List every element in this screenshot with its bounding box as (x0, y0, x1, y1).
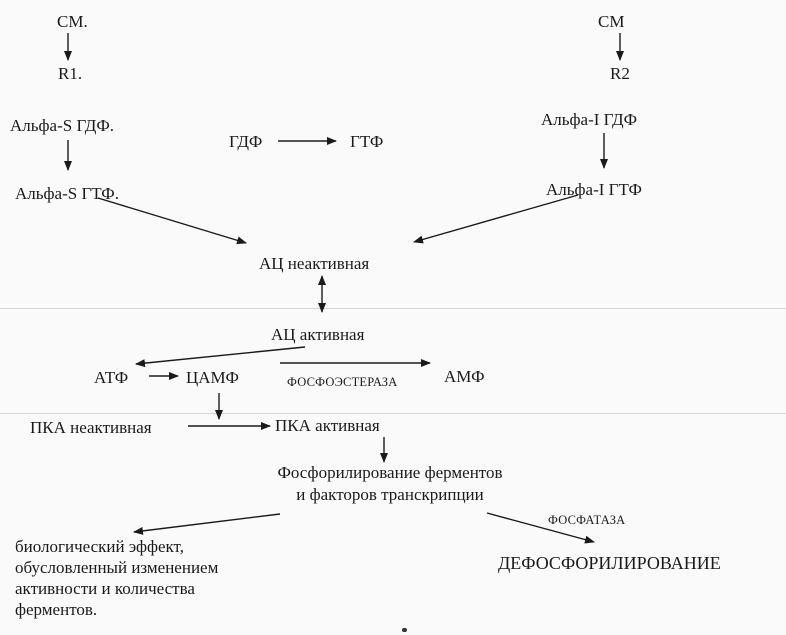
alpha-s-gdp-label: Альфа-S ГДФ. (10, 116, 115, 135)
right-cm-label: СМ (598, 12, 625, 31)
arrow-to-dephos (486, 512, 595, 544)
arrow-to-bio-effect (133, 513, 281, 535)
ac-active-label: АЦ активная (271, 325, 365, 344)
amp-label: АМФ (444, 367, 485, 386)
alpha-s-gtp-label: Альфа-S ГТФ. (15, 184, 119, 203)
dephosphorylation-label: ДЕФОСФОРИЛИРОВАНИЕ (498, 553, 721, 573)
phosphodiesterase-label: ФОСФОЭСТЕРАЗА (287, 375, 398, 389)
camp-label: ЦАМФ (186, 368, 239, 387)
ac-inactive-label: АЦ неактивная (259, 254, 370, 273)
left-cm-label: СМ. (57, 12, 88, 31)
arrow-alpha-s-to-ac (97, 197, 247, 245)
biological-effect-label: биологический эффект, обусловленный изме… (15, 537, 219, 619)
scan-line (0, 413, 786, 414)
left-receptor-label: R1. (58, 64, 83, 83)
atp-label: АТФ (94, 368, 129, 387)
arrow-alpha-i-to-ac (413, 194, 579, 244)
gtp-label: ГТФ (350, 132, 384, 151)
right-receptor-label: R2 (610, 64, 630, 83)
scan-speck (402, 628, 407, 632)
pka-inactive-label: ПКА неактивная (30, 418, 152, 437)
alpha-i-gdp-label: Альфа-I ГДФ (541, 110, 638, 129)
pka-active-label: ПКА активная (275, 416, 380, 435)
arrow-ac-to-atp (135, 346, 306, 368)
phosphorylation-label: Фосфорилирование ферментов и факторов тр… (277, 463, 503, 504)
alpha-i-gtp-label: Альфа-I ГТФ (546, 180, 642, 199)
gdp-label: ГДФ (229, 132, 263, 151)
scan-line (0, 308, 786, 309)
phosphatase-label: ФОСФАТАЗА (548, 513, 626, 527)
